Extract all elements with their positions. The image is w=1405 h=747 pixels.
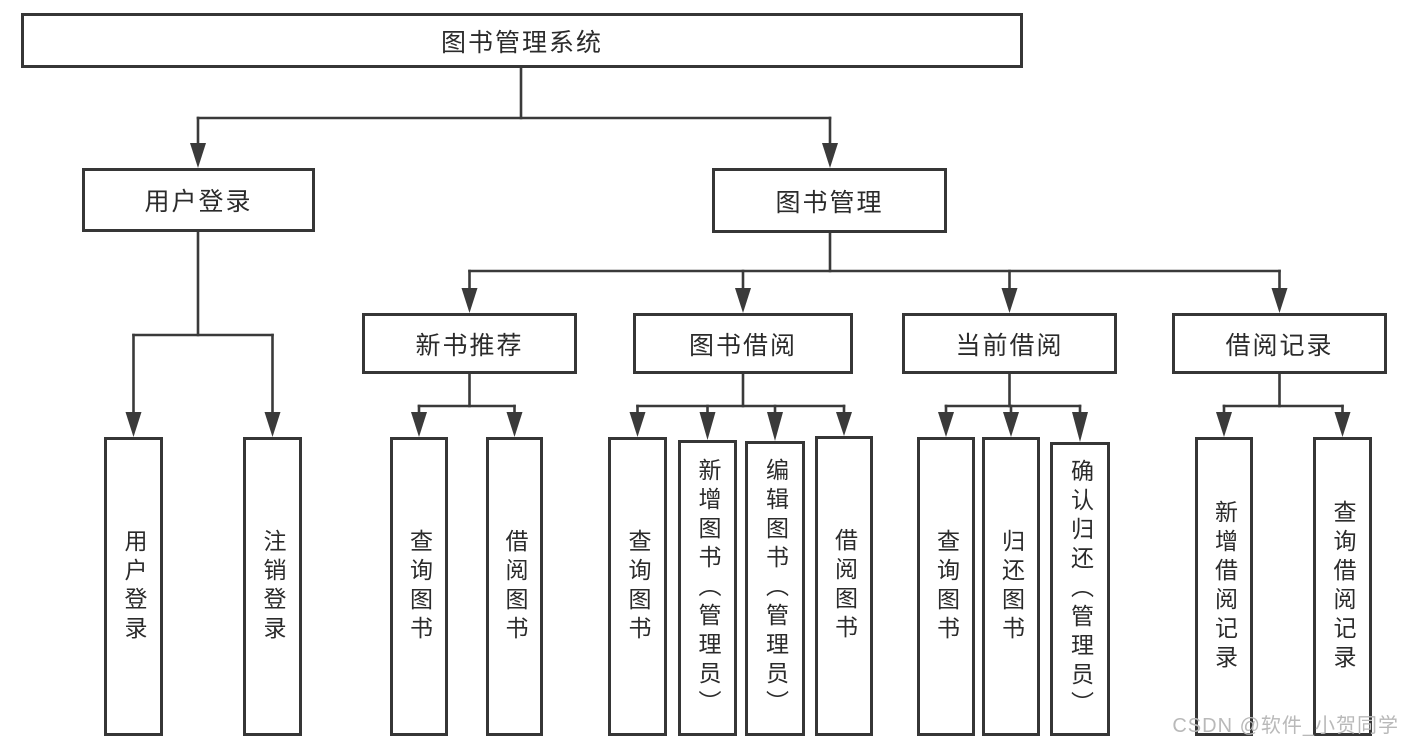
node-borrowing-records: 借阅记录 xyxy=(1172,313,1387,374)
node-label: 查询图书 xyxy=(933,528,960,645)
node-label: 图书管理 xyxy=(775,188,884,217)
node-label: 新书推荐 xyxy=(415,331,524,360)
node-label: 新增图书（管理员） xyxy=(695,457,721,719)
leaf-borrow-books-recommend: 借阅图书 xyxy=(486,437,543,736)
leaf-borrow-books-borrowing: 借阅图书 xyxy=(815,436,873,736)
node-label: 新增借阅记录 xyxy=(1211,499,1238,674)
leaf-query-books-recommend: 查询图书 xyxy=(390,437,448,736)
leaf-add-borrow-record: 新增借阅记录 xyxy=(1195,437,1253,736)
leaf-logout: 注销登录 xyxy=(243,437,302,736)
node-label: 图书借阅 xyxy=(688,331,797,360)
leaf-query-books-current: 查询图书 xyxy=(917,437,975,736)
node-label: 查询借阅记录 xyxy=(1330,499,1356,674)
node-new-book-recommendation: 新书推荐 xyxy=(362,313,577,374)
leaf-confirm-return-admin: 确认归还（管理员） xyxy=(1050,442,1110,736)
node-label: 用户登录 xyxy=(144,188,253,216)
node-label: 借阅图书 xyxy=(831,528,858,644)
leaf-return-book: 归还图书 xyxy=(982,437,1040,736)
node-current-borrowing: 当前借阅 xyxy=(902,313,1117,374)
node-label: 编辑图书（管理员） xyxy=(762,458,789,719)
node-label: 用户登录 xyxy=(121,528,147,645)
leaf-query-books-borrowing: 查询图书 xyxy=(608,437,667,736)
leaf-edit-book-admin: 编辑图书（管理员） xyxy=(745,441,805,736)
node-label: 图书管理系统 xyxy=(440,28,603,57)
node-book-borrowing: 图书借阅 xyxy=(633,313,853,374)
csdn-watermark: CSDN @软件_小贺同学 xyxy=(1172,715,1399,737)
node-label: 确认归还（管理员） xyxy=(1067,458,1094,720)
node-label: 借阅图书 xyxy=(502,528,528,645)
node-label: 借阅记录 xyxy=(1225,331,1334,360)
node-book-management-branch: 图书管理 xyxy=(712,168,947,233)
leaf-add-book-admin: 新增图书（管理员） xyxy=(678,440,737,736)
node-library-management-system: 图书管理系统 xyxy=(21,13,1023,68)
node-label: 当前借阅 xyxy=(955,331,1064,360)
node-label: 归还图书 xyxy=(998,528,1025,645)
node-label: 注销登录 xyxy=(260,528,286,645)
node-label: 查询图书 xyxy=(406,528,433,645)
node-label: 查询图书 xyxy=(625,528,651,645)
leaf-query-borrow-record: 查询借阅记录 xyxy=(1313,437,1372,736)
node-user-login-branch: 用户登录 xyxy=(82,168,315,232)
leaf-user-login: 用户登录 xyxy=(104,437,163,736)
